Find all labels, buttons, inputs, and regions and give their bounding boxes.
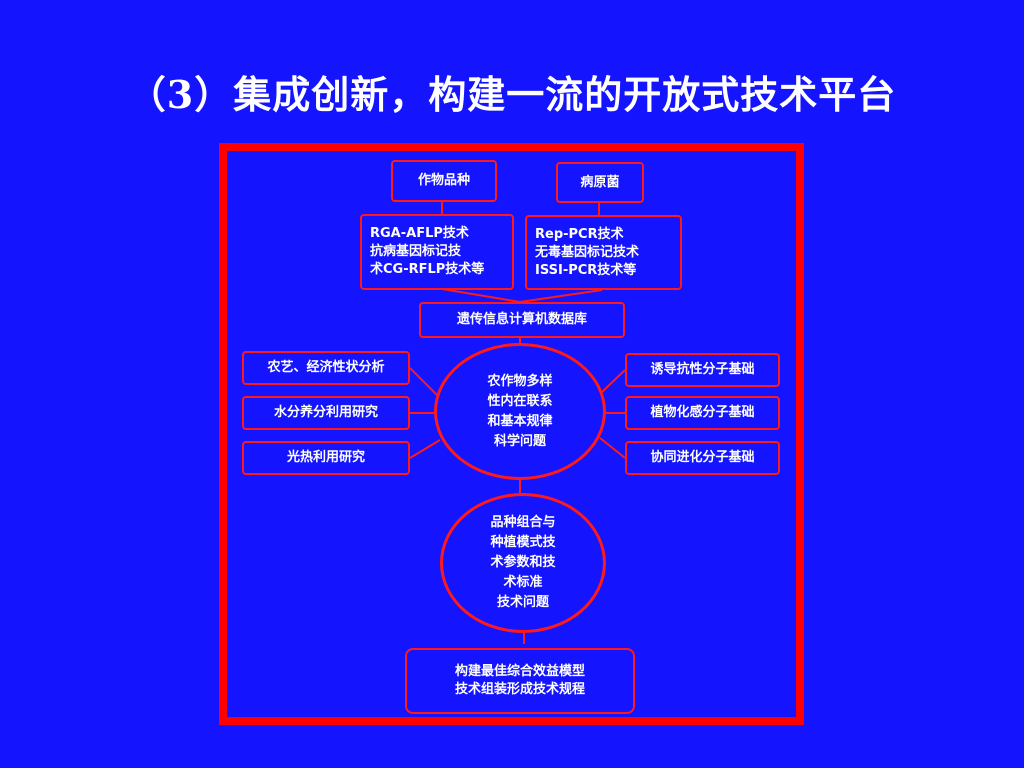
connector-rga-db — [435, 287, 521, 303]
diagram-frame — [219, 143, 804, 725]
connector-coevo-oval — [599, 437, 626, 459]
box-pathogen: 病原菌 — [556, 162, 644, 203]
box-genetic-database: 遗传信息计算机数据库 — [419, 302, 625, 338]
box-induced-resistance: 诱导抗性分子基础 — [625, 353, 780, 387]
box-water-fertilizer: 水分养分利用研究 — [242, 396, 410, 430]
box-rga-technique: RGA-AFLP技术 抗病基因标记技 术CG-RFLP技术等 — [360, 214, 514, 290]
oval-crop-diversity: 农作物多样 性内在联系 和基本规律 科学问题 — [434, 343, 606, 480]
box-light-heat: 光热利用研究 — [242, 441, 410, 475]
box-rep-technique: Rep-PCR技术 无毒基因标记技术 ISSI-PCR技术等 — [525, 215, 682, 290]
slide-title: （3）集成创新，构建一流的开放式技术平台 — [127, 72, 897, 117]
oval-variety-combination: 品种组合与 种植模式技 术参数和技 术标准 技术问题 — [440, 493, 606, 633]
box-coevolution: 协同进化分子基础 — [625, 441, 780, 475]
box-allelopathy: 植物化感分子基础 — [625, 396, 780, 430]
connector-light-oval — [409, 439, 441, 459]
connector-induced-oval — [601, 369, 626, 393]
connector-agro-oval — [409, 367, 438, 396]
box-crop-variety: 作物品种 — [391, 160, 497, 202]
box-optimal-model: 构建最佳综合效益模型 技术组装形成技术规程 — [405, 648, 635, 714]
connector-rep-db — [519, 289, 603, 303]
box-agronomic-traits: 农艺、经济性状分析 — [242, 351, 410, 385]
